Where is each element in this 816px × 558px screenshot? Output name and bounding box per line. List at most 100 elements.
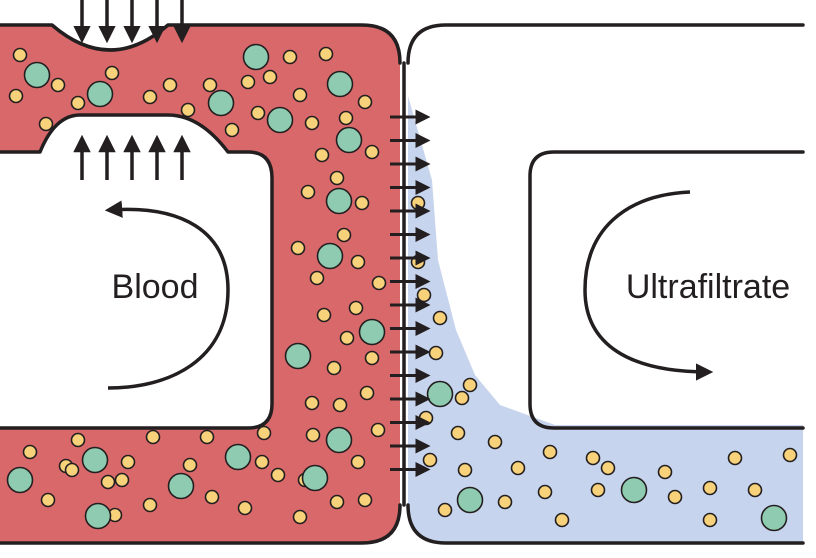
small-particle	[332, 397, 348, 413]
small-particle	[64, 462, 80, 478]
small-particle	[40, 492, 56, 508]
large-particle	[6, 466, 34, 494]
small-particle	[202, 77, 218, 93]
small-particle	[370, 422, 386, 438]
small-particle	[142, 497, 158, 513]
small-particle	[254, 454, 270, 470]
small-particle	[270, 467, 286, 483]
large-particle	[23, 61, 51, 89]
blood-outline-bottom	[0, 503, 402, 545]
small-particle	[339, 330, 355, 346]
filtration-arrows	[390, 109, 431, 477]
blood-circulation-arrow-icon	[104, 200, 230, 390]
small-particle	[104, 65, 120, 81]
small-particle	[224, 122, 240, 138]
small-particle	[454, 390, 470, 406]
small-particle	[326, 360, 342, 376]
small-particle	[354, 195, 370, 211]
small-particle	[350, 454, 366, 470]
small-particle	[250, 105, 266, 121]
small-particle	[204, 489, 220, 505]
ultrafiltrate-label: Ultrafiltrate	[626, 268, 790, 306]
ultrafiltrate-outline-inner	[528, 150, 805, 430]
ultrafiltrate-outline-bottom	[406, 503, 805, 545]
small-particle	[114, 472, 130, 488]
small-particle	[22, 444, 38, 460]
small-particle	[702, 512, 718, 528]
small-particle	[727, 450, 743, 466]
small-particle	[667, 489, 683, 505]
small-particle	[329, 494, 345, 510]
small-particle	[240, 74, 256, 90]
large-particle	[335, 126, 363, 154]
large-particle	[266, 106, 294, 134]
large-particle	[326, 70, 354, 98]
small-particle	[487, 434, 503, 450]
small-particle	[304, 395, 320, 411]
small-particle	[702, 480, 718, 496]
ultrafiltrate-region	[408, 96, 803, 543]
small-particle	[338, 110, 354, 126]
small-particle	[162, 77, 178, 93]
large-particle	[426, 380, 454, 408]
large-particle	[81, 446, 109, 474]
small-particle	[12, 47, 28, 63]
small-particle	[364, 350, 380, 366]
small-particle	[348, 300, 364, 316]
small-particle	[357, 492, 373, 508]
small-particle	[199, 429, 215, 445]
small-particle	[314, 147, 330, 163]
small-particle	[290, 240, 306, 256]
large-particle	[224, 443, 252, 471]
small-particle	[437, 502, 453, 518]
large-particle	[620, 476, 648, 504]
large-particle	[242, 43, 270, 71]
small-particle	[316, 307, 332, 323]
small-particle	[350, 254, 366, 270]
small-particle	[305, 427, 321, 443]
small-particle	[309, 270, 325, 286]
small-particle	[416, 287, 432, 303]
small-particle	[50, 77, 66, 93]
ultrafiltrate-circulation-arrow-icon	[583, 190, 714, 381]
large-particle	[456, 486, 484, 514]
small-particle	[336, 227, 352, 243]
small-particle	[537, 484, 553, 500]
small-particle	[237, 500, 253, 516]
small-particle	[457, 462, 473, 478]
large-particle	[84, 502, 112, 530]
large-particle	[207, 89, 235, 117]
small-particle	[292, 509, 308, 525]
small-particle	[300, 184, 316, 200]
small-particle	[70, 432, 86, 448]
blood-label: Blood	[112, 268, 199, 306]
small-particle	[318, 46, 334, 62]
small-particle	[747, 482, 763, 498]
small-particle	[542, 444, 558, 460]
large-particle	[284, 342, 312, 370]
large-particle	[167, 472, 195, 500]
small-particle	[462, 377, 478, 393]
small-particle	[371, 275, 387, 291]
small-particle	[657, 464, 673, 480]
small-particle	[256, 425, 272, 441]
small-particle	[120, 454, 136, 470]
small-particle	[590, 482, 606, 498]
large-particle	[86, 80, 114, 108]
small-particle	[585, 450, 601, 466]
small-particle	[100, 474, 116, 490]
inflow-arrows-bottom	[73, 134, 191, 180]
small-particle	[145, 429, 161, 445]
large-particle	[358, 318, 386, 346]
small-particle	[410, 195, 426, 211]
small-particle	[359, 385, 375, 401]
blood-outline-inner	[0, 113, 274, 430]
compartment-outlines	[0, 23, 805, 545]
small-particle	[292, 87, 308, 103]
small-particle	[180, 102, 196, 118]
small-particle	[282, 49, 298, 65]
large-particle	[760, 504, 788, 532]
small-particle	[432, 310, 448, 326]
small-particle	[554, 512, 570, 528]
